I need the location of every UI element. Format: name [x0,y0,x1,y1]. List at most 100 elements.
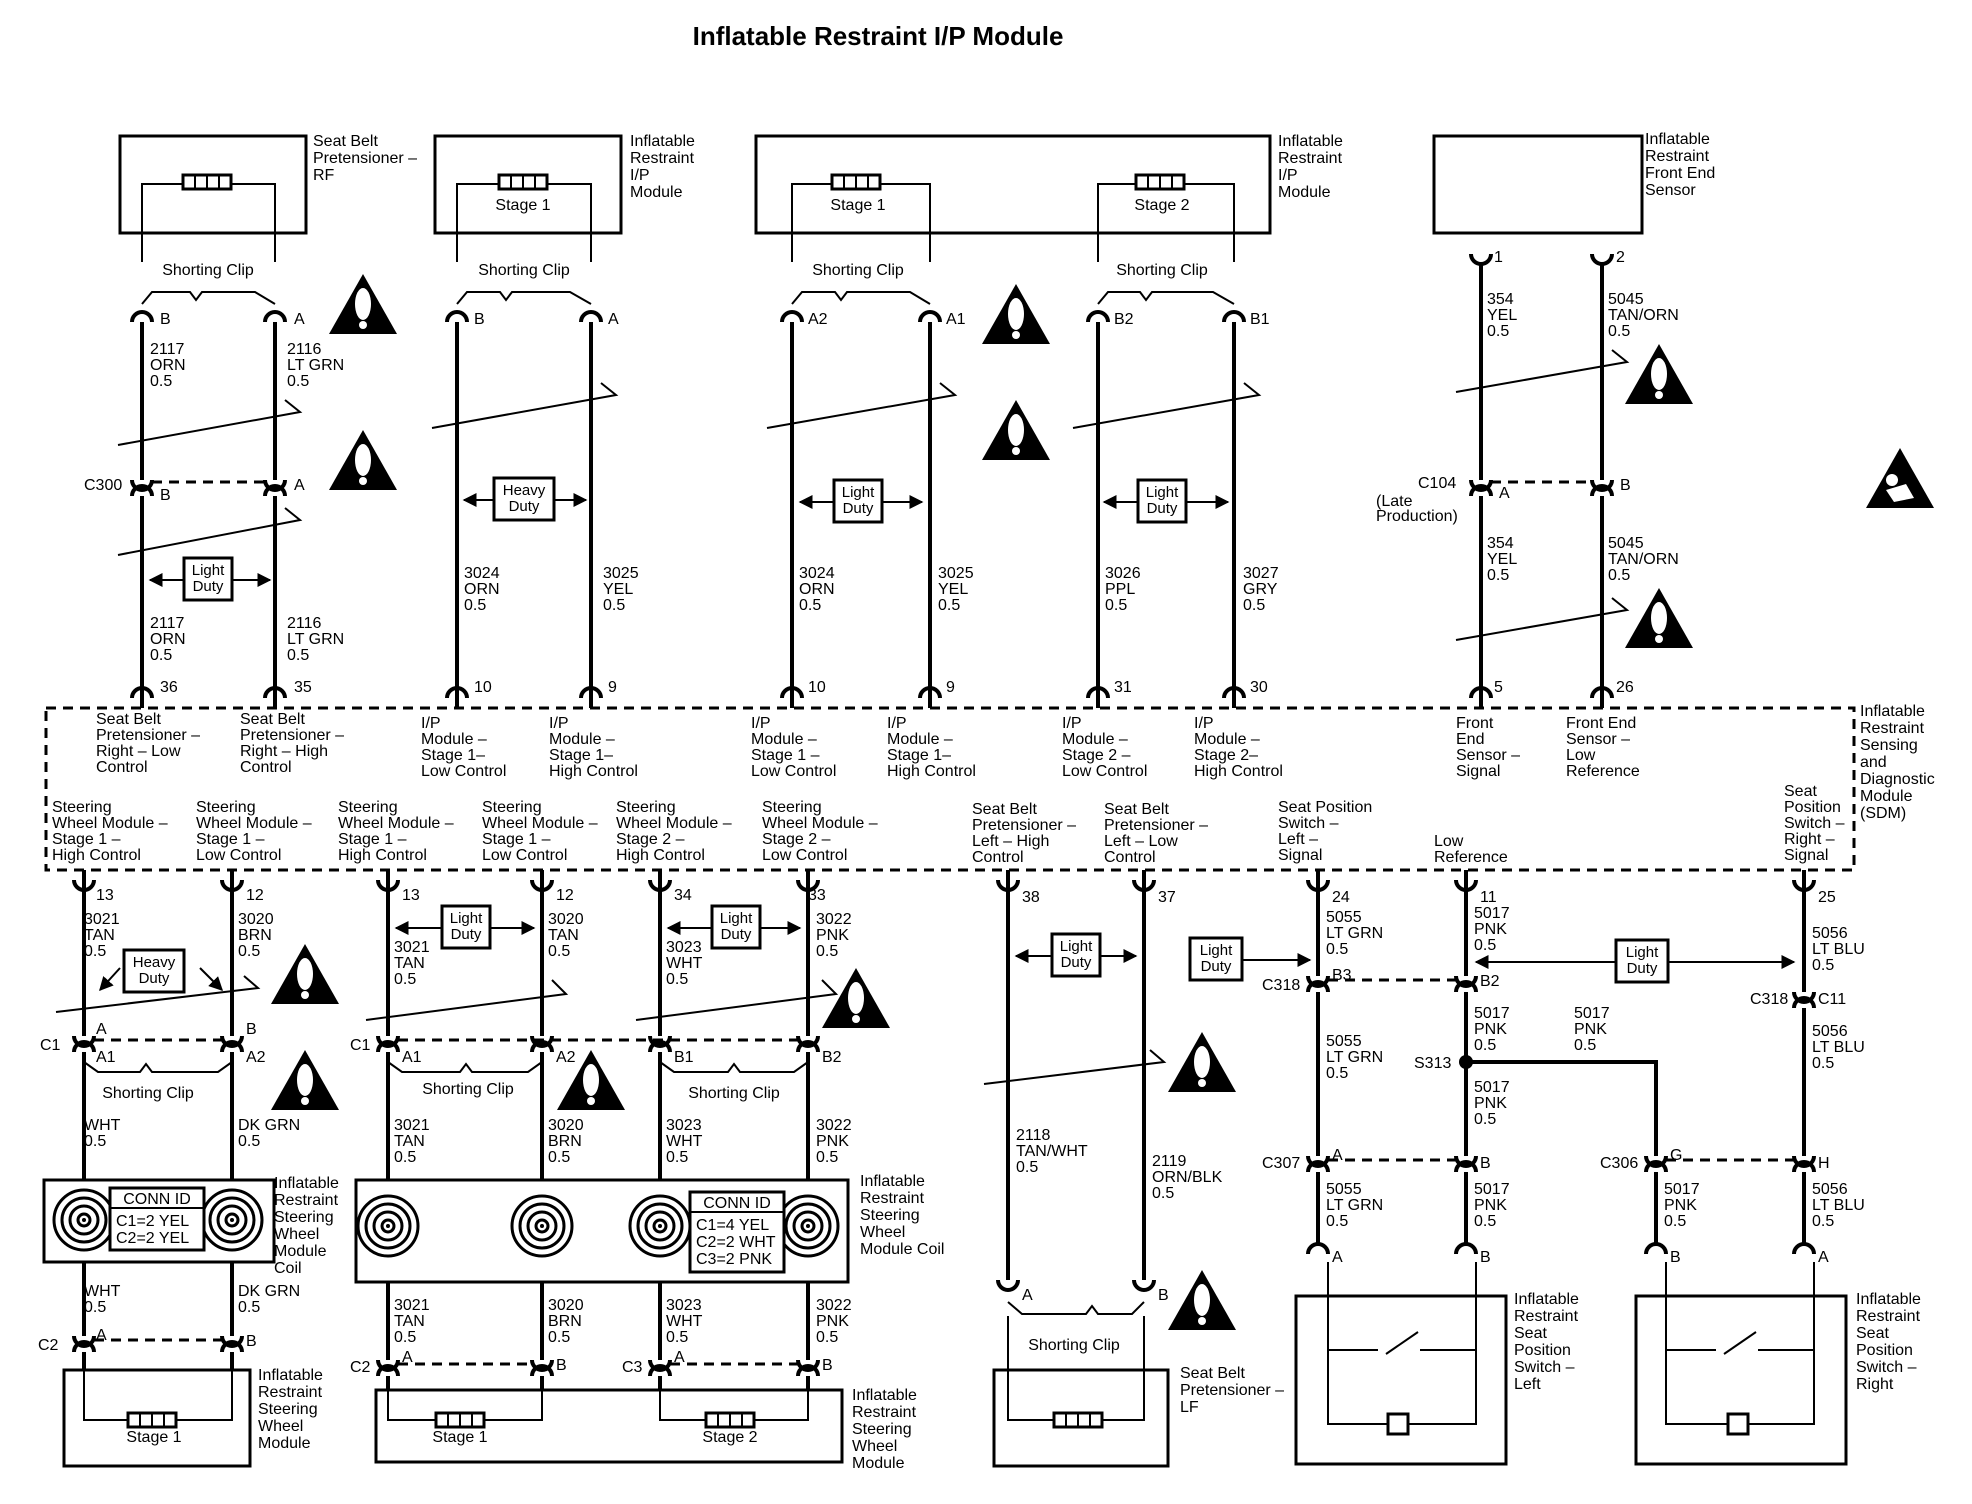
svg-text:C2: C2 [38,1337,59,1354]
terminals-lower [72,879,1816,1377]
svg-text:Shorting Clip: Shorting Clip [812,262,904,279]
svg-text:31: 31 [1114,679,1132,696]
terminals-top [130,253,1614,497]
warning-icon [982,284,1050,344]
svg-text:Shorting Clip: Shorting Clip [102,1085,194,1102]
lower-wires [55,870,1806,1410]
svg-text:B: B [1620,477,1631,494]
warning-icon [329,430,397,490]
shorting-clip: Shorting Clip [387,1061,543,1098]
svg-text:Shorting Clip: Shorting Clip [1116,262,1208,279]
clockspring-icon [356,1194,420,1258]
seat-position-switch-left [1294,1262,1508,1466]
svg-text:B: B [246,1021,257,1038]
page-title: Inflatable Restraint I/P Module [693,21,1064,51]
svg-text:2: 2 [1616,249,1625,266]
svg-text:36: 36 [160,679,178,696]
svg-text:Shorting Clip: Shorting Clip [422,1081,514,1098]
clockspring-icon [200,1188,264,1252]
svg-text:A2: A2 [556,1049,576,1066]
svg-text:A1: A1 [402,1049,422,1066]
stage1-label-bottom-mid: Stage 1 [432,1429,487,1446]
clockspring-icon [52,1188,116,1252]
svg-text:A: A [96,1327,107,1344]
warning-icon [1168,1032,1236,1092]
svg-text:A: A [1022,1287,1033,1304]
svg-text:Shorting Clip: Shorting Clip [478,262,570,279]
clockspring-icon [628,1194,692,1258]
svg-text:1: 1 [1494,249,1503,266]
svg-text:26: 26 [1616,679,1634,696]
svg-text:B2: B2 [1114,311,1134,328]
stage2-label-bottom-mid: Stage 2 [702,1429,757,1446]
svg-text:A: A [1332,1249,1343,1266]
svg-text:A: A [96,1021,107,1038]
svg-text:B: B [160,487,171,504]
svg-text:12: 12 [556,887,574,904]
svg-text:CONN ID: CONN ID [703,1195,771,1212]
svg-text:12: 12 [246,887,264,904]
warning-icon [1625,344,1693,404]
svg-text:13: 13 [402,887,420,904]
front-end-sensor-box [1432,134,1644,235]
svg-text:A1: A1 [946,311,966,328]
svg-text:25: 25 [1818,889,1836,906]
svg-text:33: 33 [808,887,826,904]
svg-text:A1: A1 [96,1049,116,1066]
svg-text:B: B [1480,1249,1491,1266]
clockspring-icon [776,1194,840,1258]
svg-text:B1: B1 [674,1049,694,1066]
shorting-clip: Shorting Clip [141,262,276,305]
svg-text:B: B [1158,1287,1169,1304]
svg-text:C3: C3 [622,1359,643,1376]
sdm-module-box [44,706,1856,872]
svg-text:35: 35 [294,679,312,696]
svg-text:CONN ID: CONN ID [123,1191,191,1208]
warning-icon [1168,1270,1236,1330]
svg-text:34: 34 [674,887,692,904]
